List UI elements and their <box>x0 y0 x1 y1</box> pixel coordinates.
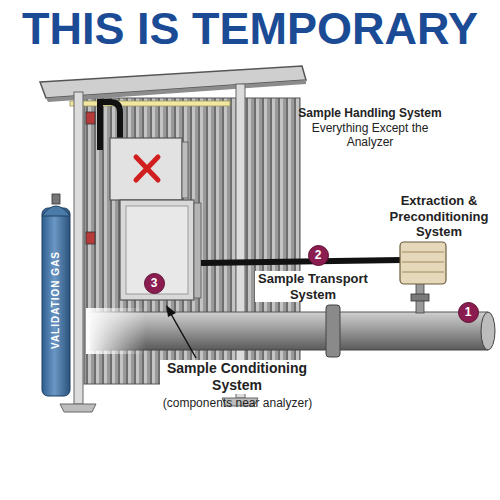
box-rib <box>402 262 444 263</box>
analyzer-box <box>110 138 182 200</box>
pipe-flange <box>326 305 340 357</box>
leader-line <box>171 314 196 358</box>
system-note: (components near analyzer) <box>145 396 330 410</box>
box-rib <box>402 252 444 253</box>
switch-box <box>86 232 95 244</box>
callout-circle: 2 <box>308 245 329 266</box>
system-heading: Sample Handling System <box>298 106 442 120</box>
pipe-end <box>481 312 495 350</box>
process-pipe <box>90 312 488 350</box>
system-note: Everything Except the Analyzer <box>305 121 435 150</box>
cabinet-side <box>194 203 201 298</box>
callout-number: 3 <box>151 277 158 289</box>
extraction-box <box>400 242 446 284</box>
red-x-stroke <box>136 157 158 180</box>
callout-circle: 1 <box>458 302 479 323</box>
conditioning-cabinet <box>120 200 194 300</box>
transport-line <box>201 260 402 263</box>
cabinet-door <box>126 206 188 294</box>
shelter-post <box>236 84 245 398</box>
system-label: Sample Transport System <box>255 271 371 302</box>
roof-edge <box>46 80 306 102</box>
box-rib <box>402 272 444 273</box>
pipe-edge <box>90 312 488 313</box>
pipe-fade <box>86 308 146 354</box>
shelter-light <box>70 101 230 106</box>
red-x <box>136 157 158 180</box>
callout-number: 1 <box>465 306 472 318</box>
system-label: Sample Conditioning System <box>160 360 314 394</box>
cylinder-text: VALIDATION GAS <box>50 215 62 385</box>
callout-circle: 3 <box>144 273 165 294</box>
shelter-post <box>74 92 83 404</box>
page-title: THIS IS TEMPORARY <box>15 4 485 54</box>
red-x-stroke <box>136 157 158 180</box>
system-label: Extraction & Preconditioning System <box>383 193 495 240</box>
cylinder-dome <box>42 206 70 216</box>
switch-box <box>86 112 95 124</box>
callout-number: 2 <box>315 249 322 261</box>
gas-cylinder <box>42 208 70 396</box>
pipe-edge <box>90 350 488 351</box>
probe-valve <box>411 294 429 301</box>
leader-arrowhead <box>166 305 176 317</box>
analyzer-side <box>182 142 188 198</box>
post-base <box>60 404 96 412</box>
cylinder-valve <box>52 194 60 204</box>
